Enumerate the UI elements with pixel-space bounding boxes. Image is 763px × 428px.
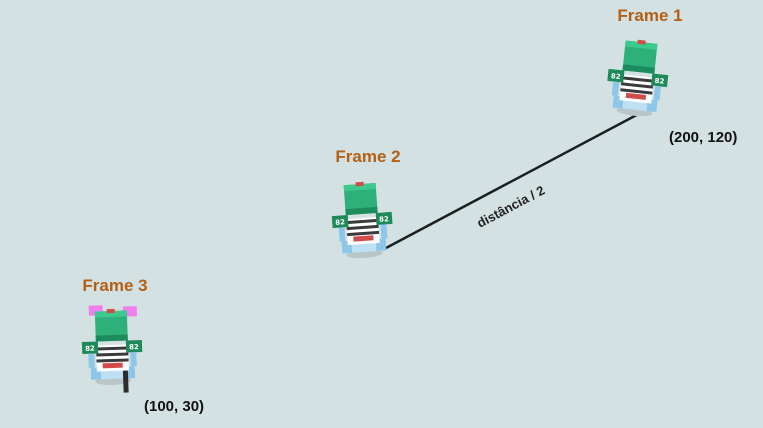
frame-3-group: Frame 3 (100, 30) bbox=[80, 276, 204, 415]
frame-1-robot-sprite bbox=[603, 37, 672, 119]
frame-2-robot-sprite bbox=[329, 179, 395, 260]
frame-1-group: Frame 1 (200, 120) bbox=[603, 6, 737, 146]
frame-3-title: Frame 3 bbox=[82, 276, 147, 295]
frame-2-title: Frame 2 bbox=[335, 147, 400, 166]
frame-3-robot-sprite bbox=[80, 305, 144, 393]
distance-line bbox=[385, 108, 647, 250]
frame-1-title: Frame 1 bbox=[617, 6, 682, 25]
frame-2-group: Frame 2 bbox=[329, 147, 401, 260]
distance-label: distância / 2 bbox=[474, 182, 547, 230]
frame-1-coords: (200, 120) bbox=[669, 129, 737, 146]
frame-3-coords: (100, 30) bbox=[144, 398, 204, 415]
